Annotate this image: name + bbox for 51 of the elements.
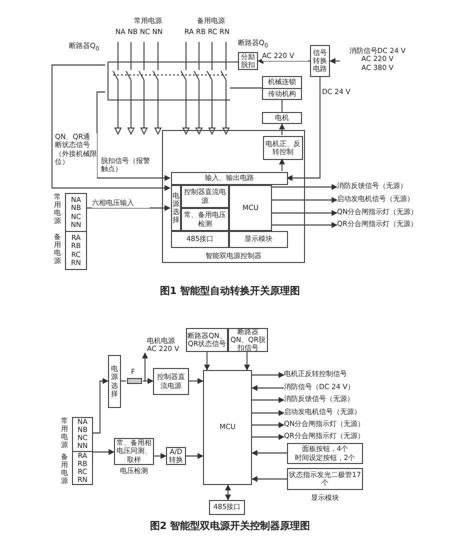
process-box [171,231,229,248]
process-box [171,172,288,185]
arrow [96,92,171,181]
process-box [153,368,189,395]
process-box [65,193,87,270]
arrow [270,222,338,228]
arrow [270,184,338,190]
arrow [244,352,250,371]
process-box [262,76,302,100]
arrow [251,385,284,391]
arrow [142,378,154,384]
arrow [270,210,338,216]
figure-caption: 图2 智能型双电源开关控制器原理图 [148,521,312,534]
arrow [188,378,204,384]
process-box [263,136,303,160]
process-box [171,185,181,231]
process-box [229,231,288,248]
arrow [186,453,204,459]
controller-box [162,130,305,263]
arrow [251,450,288,456]
arrow [251,476,288,482]
arrow [252,410,285,416]
process-box [262,112,302,124]
arrow [286,76,320,181]
process-box [186,328,228,352]
arrow [329,58,340,64]
arrow [86,205,171,211]
process-box [203,370,252,485]
arrow [92,378,109,434]
process-box [310,45,330,77]
arrow [270,197,338,203]
arrow [142,352,148,382]
arrow [252,434,285,440]
arrow [279,158,285,172]
arrow [252,422,285,428]
process-box [108,355,121,408]
arrow [252,397,285,403]
connector-line [120,380,126,382]
process-box [287,443,363,464]
arrow [52,64,171,191]
arrow [257,58,310,64]
figure-caption: 图1 智能型自动转换开关原理图 [158,286,302,299]
arrow [92,449,115,455]
arrow [154,453,167,459]
arrow [204,352,210,371]
process-box [209,500,245,515]
process-box [229,185,272,231]
process-box [72,417,93,485]
arrow [225,484,231,501]
arrow [252,372,285,378]
arrow [279,123,285,136]
